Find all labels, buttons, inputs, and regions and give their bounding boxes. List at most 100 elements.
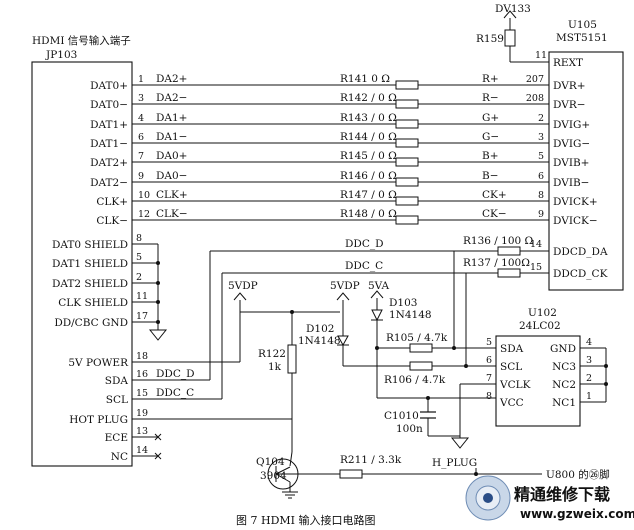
va-label: 5VA (368, 280, 390, 292)
connector-pin-label: DAT2− (90, 177, 128, 189)
resistor-label: R142 / 0 Ω (340, 92, 397, 104)
u102-pin-label: NC3 (552, 361, 576, 373)
connector-pin-label: DAT1+ (90, 119, 128, 131)
u102-part: 24LC02 (519, 320, 561, 332)
h-plug-label: H_PLUG (432, 457, 477, 469)
lower-pin-2: 15 (136, 388, 148, 399)
shield-label-4: DD/CBC GND (54, 317, 128, 329)
r106-body (409, 361, 433, 371)
u102-pin-label: SDA (500, 343, 524, 355)
connector-pin-label: DAT0− (90, 99, 128, 111)
connector-pin-number: 6 (138, 132, 144, 143)
net-label: DA1− (156, 131, 187, 143)
watermark-text: 精通维修下载 (514, 485, 610, 504)
connector-pin-label: DAT2+ (90, 157, 128, 169)
lower-pin-3: 19 (136, 408, 148, 419)
connector-pin-number: 10 (138, 190, 150, 201)
resistor-label: R146 / 0 Ω (340, 170, 397, 182)
connector-pin-number: 3 (138, 93, 144, 104)
ddc-pin-0: 14 (530, 239, 542, 250)
d103-ref: D103 (389, 297, 417, 309)
net-label: DA2+ (156, 73, 187, 85)
series-resistor (395, 196, 419, 206)
shield-label-0: DAT0 SHIELD (52, 239, 128, 251)
u102-pin-label: NC2 (552, 379, 576, 391)
series-resistor (395, 177, 419, 187)
u102-pin-label: VCLK (499, 379, 531, 391)
lower-net-1: DDC_D (156, 368, 195, 380)
r137-body (497, 268, 521, 278)
lower-label-4: ECE (105, 432, 128, 444)
shield-pin-3: 11 (136, 291, 148, 302)
series-resistor (395, 80, 419, 90)
connector-pin-label: DAT0+ (90, 80, 128, 92)
d103-part: 1N4148 (389, 309, 432, 321)
lower-pin-5: 14 (136, 445, 148, 456)
lower-net-2: DDC_C (156, 387, 194, 399)
r136-label: R136 / 100 Ω (463, 235, 534, 247)
shield-label-3: CLK SHIELD (58, 297, 128, 309)
dv133-label: DV133 (495, 3, 531, 15)
vdp1-label: 5VDP (228, 280, 258, 292)
connector-ref: JP103 (45, 49, 77, 61)
u102-pin-number: 5 (486, 337, 492, 348)
u800-label: U800 的㉖脚 (546, 468, 610, 481)
u102-body (495, 335, 581, 427)
r159-body (504, 29, 516, 47)
r136-body (497, 246, 521, 256)
resistor-label: R145 / 0 Ω (340, 150, 397, 162)
lower-label-0: 5V POWER (68, 357, 129, 369)
resistor-label: R144 / 0 Ω (340, 131, 397, 143)
r211-label: R211 / 3.3k (340, 454, 402, 466)
shield-label-1: DAT1 SHIELD (52, 258, 128, 270)
r122-ref: R122 (258, 348, 286, 360)
lower-pin-0: 18 (136, 351, 148, 362)
u105-ref: U105 (568, 19, 597, 31)
u105-part: MST5151 (556, 32, 608, 44)
u102-pin-label: VCC (499, 397, 524, 409)
u102-pin-number: 8 (486, 391, 492, 402)
ddc-label-1: DDCD_CK (553, 268, 608, 280)
shield-pin-2: 2 (136, 272, 142, 283)
u102-pin-number: 1 (586, 391, 592, 402)
u105-pin-label: DVR+ (553, 80, 586, 92)
rx-net-label: R− (482, 92, 499, 104)
r105-label: R105 / 4.7k (386, 332, 448, 344)
r106-label: R106 / 4.7k (384, 374, 446, 386)
connector-pin-number: 1 (138, 74, 144, 85)
r122-value: 1k (268, 361, 282, 373)
shield-pin-0: 8 (136, 233, 142, 244)
ddc-pin-1: 15 (530, 262, 542, 273)
rx-net-label: B− (482, 170, 499, 182)
q104-part: 3904 (260, 470, 287, 482)
resistor-label: R141 0 Ω (340, 73, 390, 85)
q104-body (267, 458, 299, 490)
connector-pin-label: CLK− (96, 215, 128, 227)
r159-label: R159 (476, 33, 504, 45)
u105-pin-label: DVIB+ (553, 157, 589, 169)
nc-crosses (154, 433, 162, 460)
u105-pin-number: 207 (526, 74, 544, 85)
connector-pin-label: CLK+ (96, 196, 128, 208)
series-resistor (395, 215, 419, 225)
rx-net-label: CK− (482, 208, 507, 220)
connector-pin-number: 12 (138, 209, 150, 220)
vdp2-label: 5VDP (330, 280, 360, 292)
u105-pin-number: 5 (538, 151, 544, 162)
signal-lines (132, 80, 549, 225)
lower-label-3: HOT PLUG (69, 414, 128, 426)
watermark-url: www.gzweix.com (520, 507, 634, 521)
diodes (337, 309, 383, 347)
series-resistor (395, 138, 419, 148)
series-resistor (395, 157, 419, 167)
lower-pin-4: 13 (136, 426, 148, 437)
u102-pin-number: 6 (486, 355, 492, 366)
r211-body (339, 469, 363, 479)
u102-pin-label: SCL (500, 361, 522, 373)
u105-pin-number: 2 (538, 113, 544, 124)
d102-ref: D102 (306, 323, 334, 335)
u105-pin-label: DVR− (553, 99, 586, 111)
u105-pin-number: 6 (538, 171, 544, 182)
